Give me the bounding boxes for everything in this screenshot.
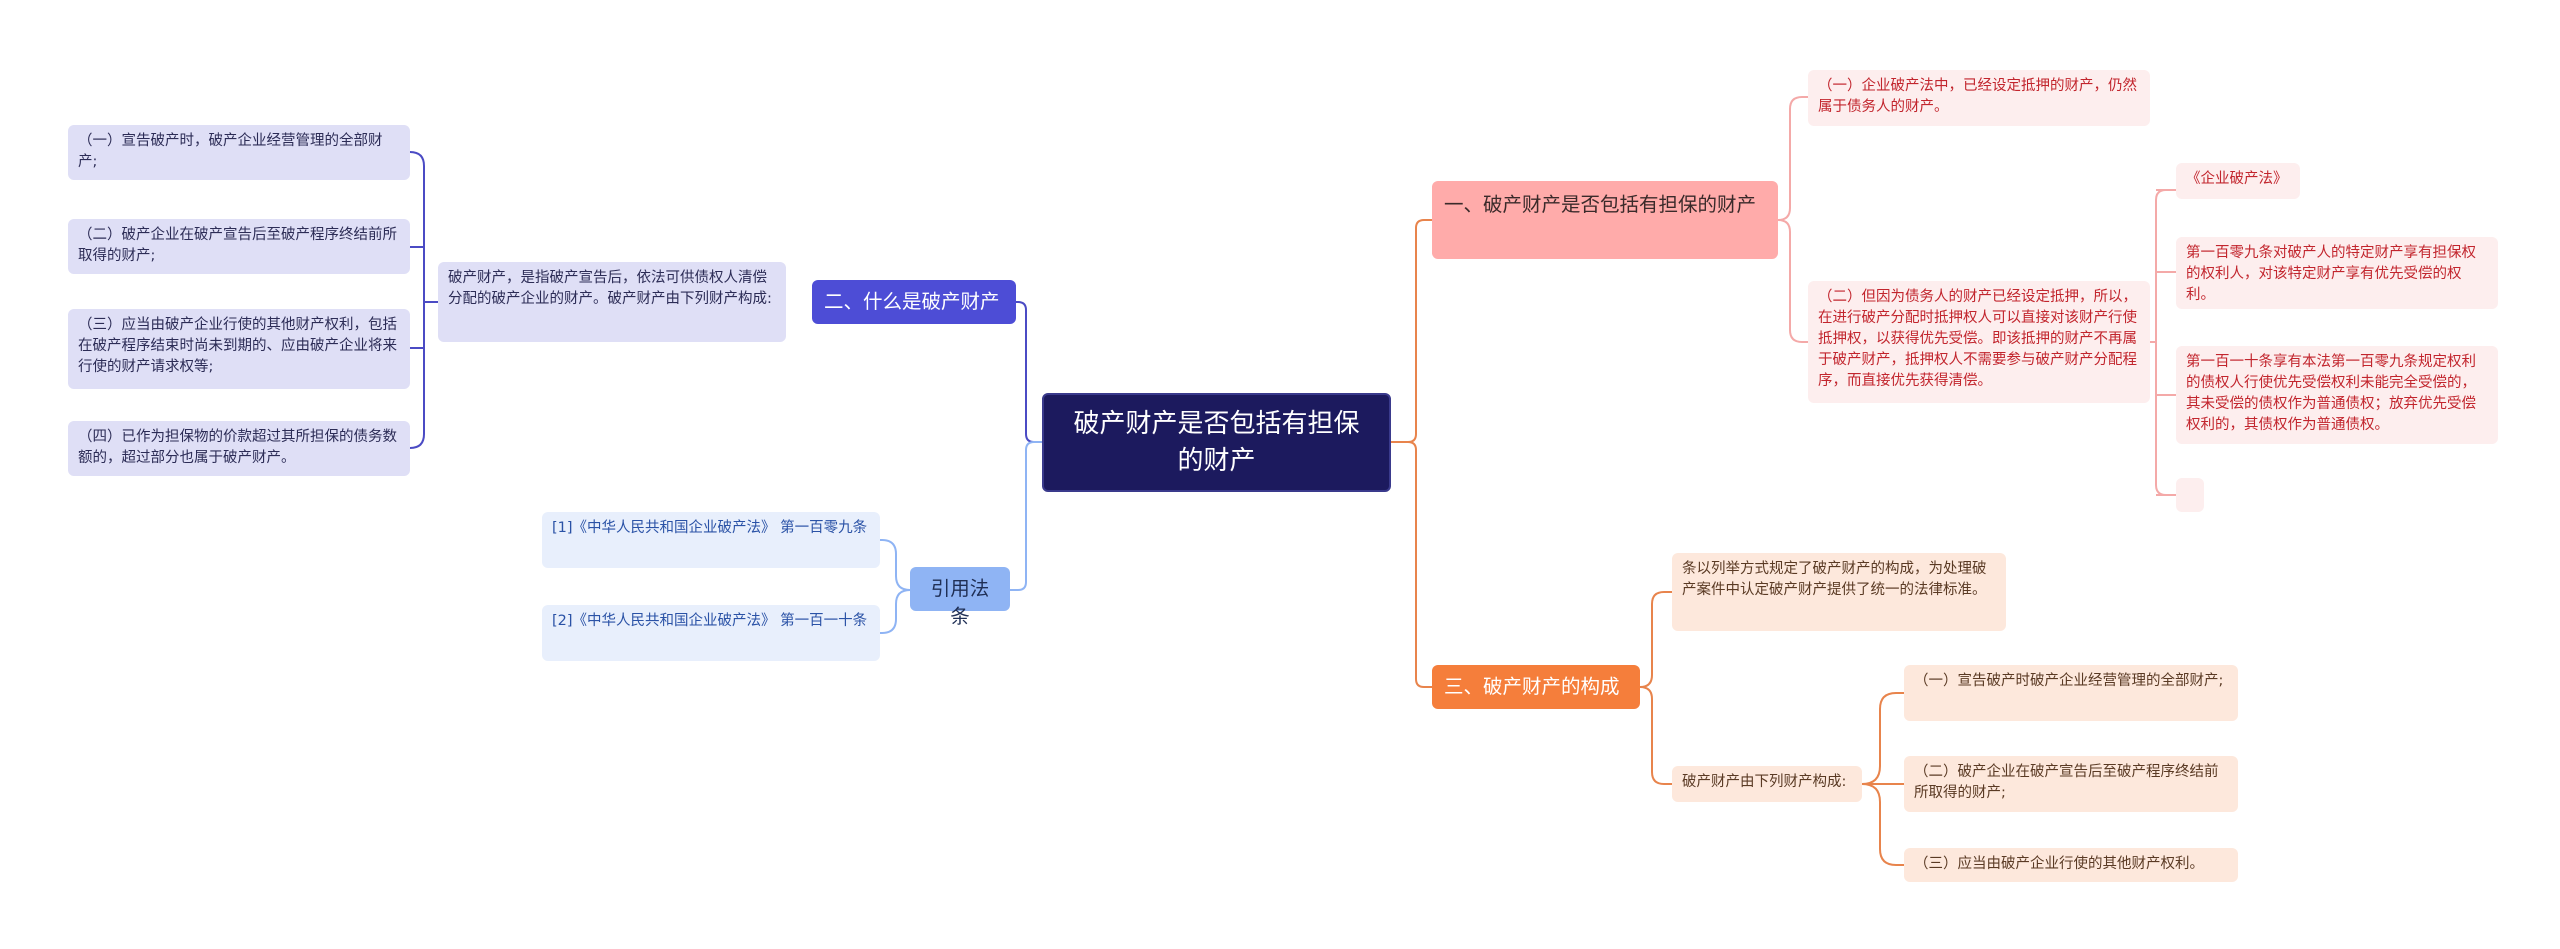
edge-root-branch3 (1391, 441, 1432, 688)
leaf-law-article-110[interactable]: 第一百一十条享有本法第一百零九条规定权利的债权人行使优先受偿权利未能完全受偿的，… (2176, 346, 2498, 444)
edge-root-branch1 (1391, 219, 1432, 443)
leaf-priority-repayment-text: （二）但因为债务人的财产已经设定抵押，所以，在进行破产分配时抵押权人可以直接对该… (1818, 289, 2137, 389)
leaf-citation-1-text: [1]《中华人民共和国企业破产法》 第一百零九条 (552, 520, 868, 536)
leaf-composition-item-1-text: （一）宣告破产时破产企业经营管理的全部财产; (1914, 673, 2224, 689)
edge-sub-item1 (1861, 692, 1904, 785)
branch-composition[interactable]: 三、破产财产的构成 (1432, 665, 1640, 709)
leaf-definition-item-4-text: （四）已作为担保物的价款超过其所担保的债务数额的，超过部分也属于破产财产。 (78, 429, 397, 466)
leaf-mortgaged-property[interactable]: （一）企业破产法中，已经设定抵押的财产，仍然属于债务人的财产。 (1808, 70, 2150, 126)
leaf-composition-sub[interactable]: 破产财产由下列财产构成: (1672, 766, 1862, 802)
branch-cited-laws-label: 引用法条 (930, 577, 990, 628)
root-topic-label: 破产财产是否包括有担保的财产 (1073, 408, 1360, 476)
leaf-definition-item-2-text: （二）破产企业在破产宣告后至破产程序终结前所取得的财产; (78, 227, 397, 264)
branch-guarantee-property-label: 一、破产财产是否包括有担保的财产 (1444, 193, 1757, 216)
leaf-law-article-109[interactable]: 第一百零九条对破产人的特定财产享有担保权的权利人，对该特定财产享有优先受偿的权利… (2176, 237, 2498, 309)
branch-guarantee-property[interactable]: 一、破产财产是否包括有担保的财产 (1432, 181, 1778, 259)
leaf-definition[interactable]: 破产财产，是指破产宣告后，依法可供债权人清偿分配的破产企业的财产。破产财产由下列… (438, 262, 786, 342)
leaf-bankruptcy-law[interactable]: 《企业破产法》 (2176, 163, 2300, 199)
edge-branch3-desc (1639, 591, 1672, 688)
leaf-composition-desc-text: 条以列举方式规定了破产财产的构成，为处理破产案件中认定破产财产提供了统一的法律标… (1682, 561, 1987, 598)
leaf-composition-desc[interactable]: 条以列举方式规定了破产财产的构成，为处理破产案件中认定破产财产提供了统一的法律标… (1672, 553, 2006, 631)
edge-branch1-item2 (1777, 219, 1808, 343)
leaf-mortgaged-property-text: （一）企业破产法中，已经设定抵押的财产，仍然属于债务人的财产。 (1818, 78, 2137, 115)
leaf-law-article-110-text: 第一百一十条享有本法第一百零九条规定权利的债权人行使优先受偿权利未能完全受偿的，… (2186, 354, 2476, 433)
edge-root-branch2 (1010, 301, 1042, 443)
root-topic[interactable]: 破产财产是否包括有担保的财产 (1042, 393, 1391, 492)
branch-what-is-bankruptcy-property-label: 二、什么是破产财产 (824, 290, 1000, 313)
leaf-composition-item-2-text: （二）破产企业在破产宣告后至破产程序终结前所取得的财产; (1914, 764, 2219, 801)
leaf-priority-repayment[interactable]: （二）但因为债务人的财产已经设定抵押，所以，在进行破产分配时抵押权人可以直接对该… (1808, 281, 2150, 403)
edge-sub-item3 (1861, 783, 1904, 866)
leaf-definition-item-2[interactable]: （二）破产企业在破产宣告后至破产程序终结前所取得的财产; (68, 219, 410, 274)
leaf-citation-2-text: [2]《中华人民共和国企业破产法》 第一百一十条 (552, 613, 868, 629)
branch-what-is-bankruptcy-property[interactable]: 二、什么是破产财产 (812, 280, 1016, 324)
leaf-definition-text: 破产财产，是指破产宣告后，依法可供债权人清偿分配的破产企业的财产。破产财产由下列… (448, 270, 772, 307)
leaf-composition-sub-text: 破产财产由下列财产构成: (1682, 774, 1847, 790)
leaf-definition-item-3-text: （三）应当由破产企业行使的其他财产权利，包括在破产程序结束时尚未到期的、应由破产… (78, 317, 397, 375)
branch-cited-laws[interactable]: 引用法条 (910, 567, 1010, 628)
edge-branch1-item1 (1777, 96, 1808, 221)
leaf-citation-2[interactable]: [2]《中华人民共和国企业破产法》 第一百一十条 (542, 605, 880, 661)
leaf-definition-item-1[interactable]: （一）宣告破产时，破产企业经营管理的全部财产; (68, 125, 410, 180)
leaf-definition-item-1-text: （一）宣告破产时，破产企业经营管理的全部财产; (78, 133, 383, 170)
leaf-empty-topic[interactable] (2176, 478, 2204, 512)
leaf-composition-item-2[interactable]: （二）破产企业在破产宣告后至破产程序终结前所取得的财产; (1904, 756, 2238, 812)
edge-law-trunk (2155, 189, 2167, 496)
leaf-citation-1[interactable]: [1]《中华人民共和国企业破产法》 第一百零九条 (542, 512, 880, 568)
edge-branch3-sub (1639, 686, 1672, 785)
edge-branch4-item1 (880, 539, 911, 591)
leaf-definition-item-3[interactable]: （三）应当由破产企业行使的其他财产权利，包括在破产程序结束时尚未到期的、应由破产… (68, 309, 410, 389)
leaf-bankruptcy-law-text: 《企业破产法》 (2186, 171, 2288, 187)
leaf-definition-item-4[interactable]: （四）已作为担保物的价款超过其所担保的债务数额的，超过部分也属于破产财产。 (68, 421, 410, 476)
edge-root-branch4 (1010, 441, 1042, 591)
branch-composition-label: 三、破产财产的构成 (1444, 675, 1620, 698)
leaf-composition-item-3-text: （三）应当由破产企业行使的其他财产权利。 (1914, 856, 2204, 872)
edge-desc-trunk (409, 151, 425, 449)
leaf-composition-item-3[interactable]: （三）应当由破产企业行使的其他财产权利。 (1904, 848, 2238, 882)
leaf-law-article-109-text: 第一百零九条对破产人的特定财产享有担保权的权利人，对该特定财产享有优先受偿的权利… (2186, 245, 2476, 303)
leaf-composition-item-1[interactable]: （一）宣告破产时破产企业经营管理的全部财产; (1904, 665, 2238, 721)
edge-branch4-item2 (880, 589, 911, 634)
